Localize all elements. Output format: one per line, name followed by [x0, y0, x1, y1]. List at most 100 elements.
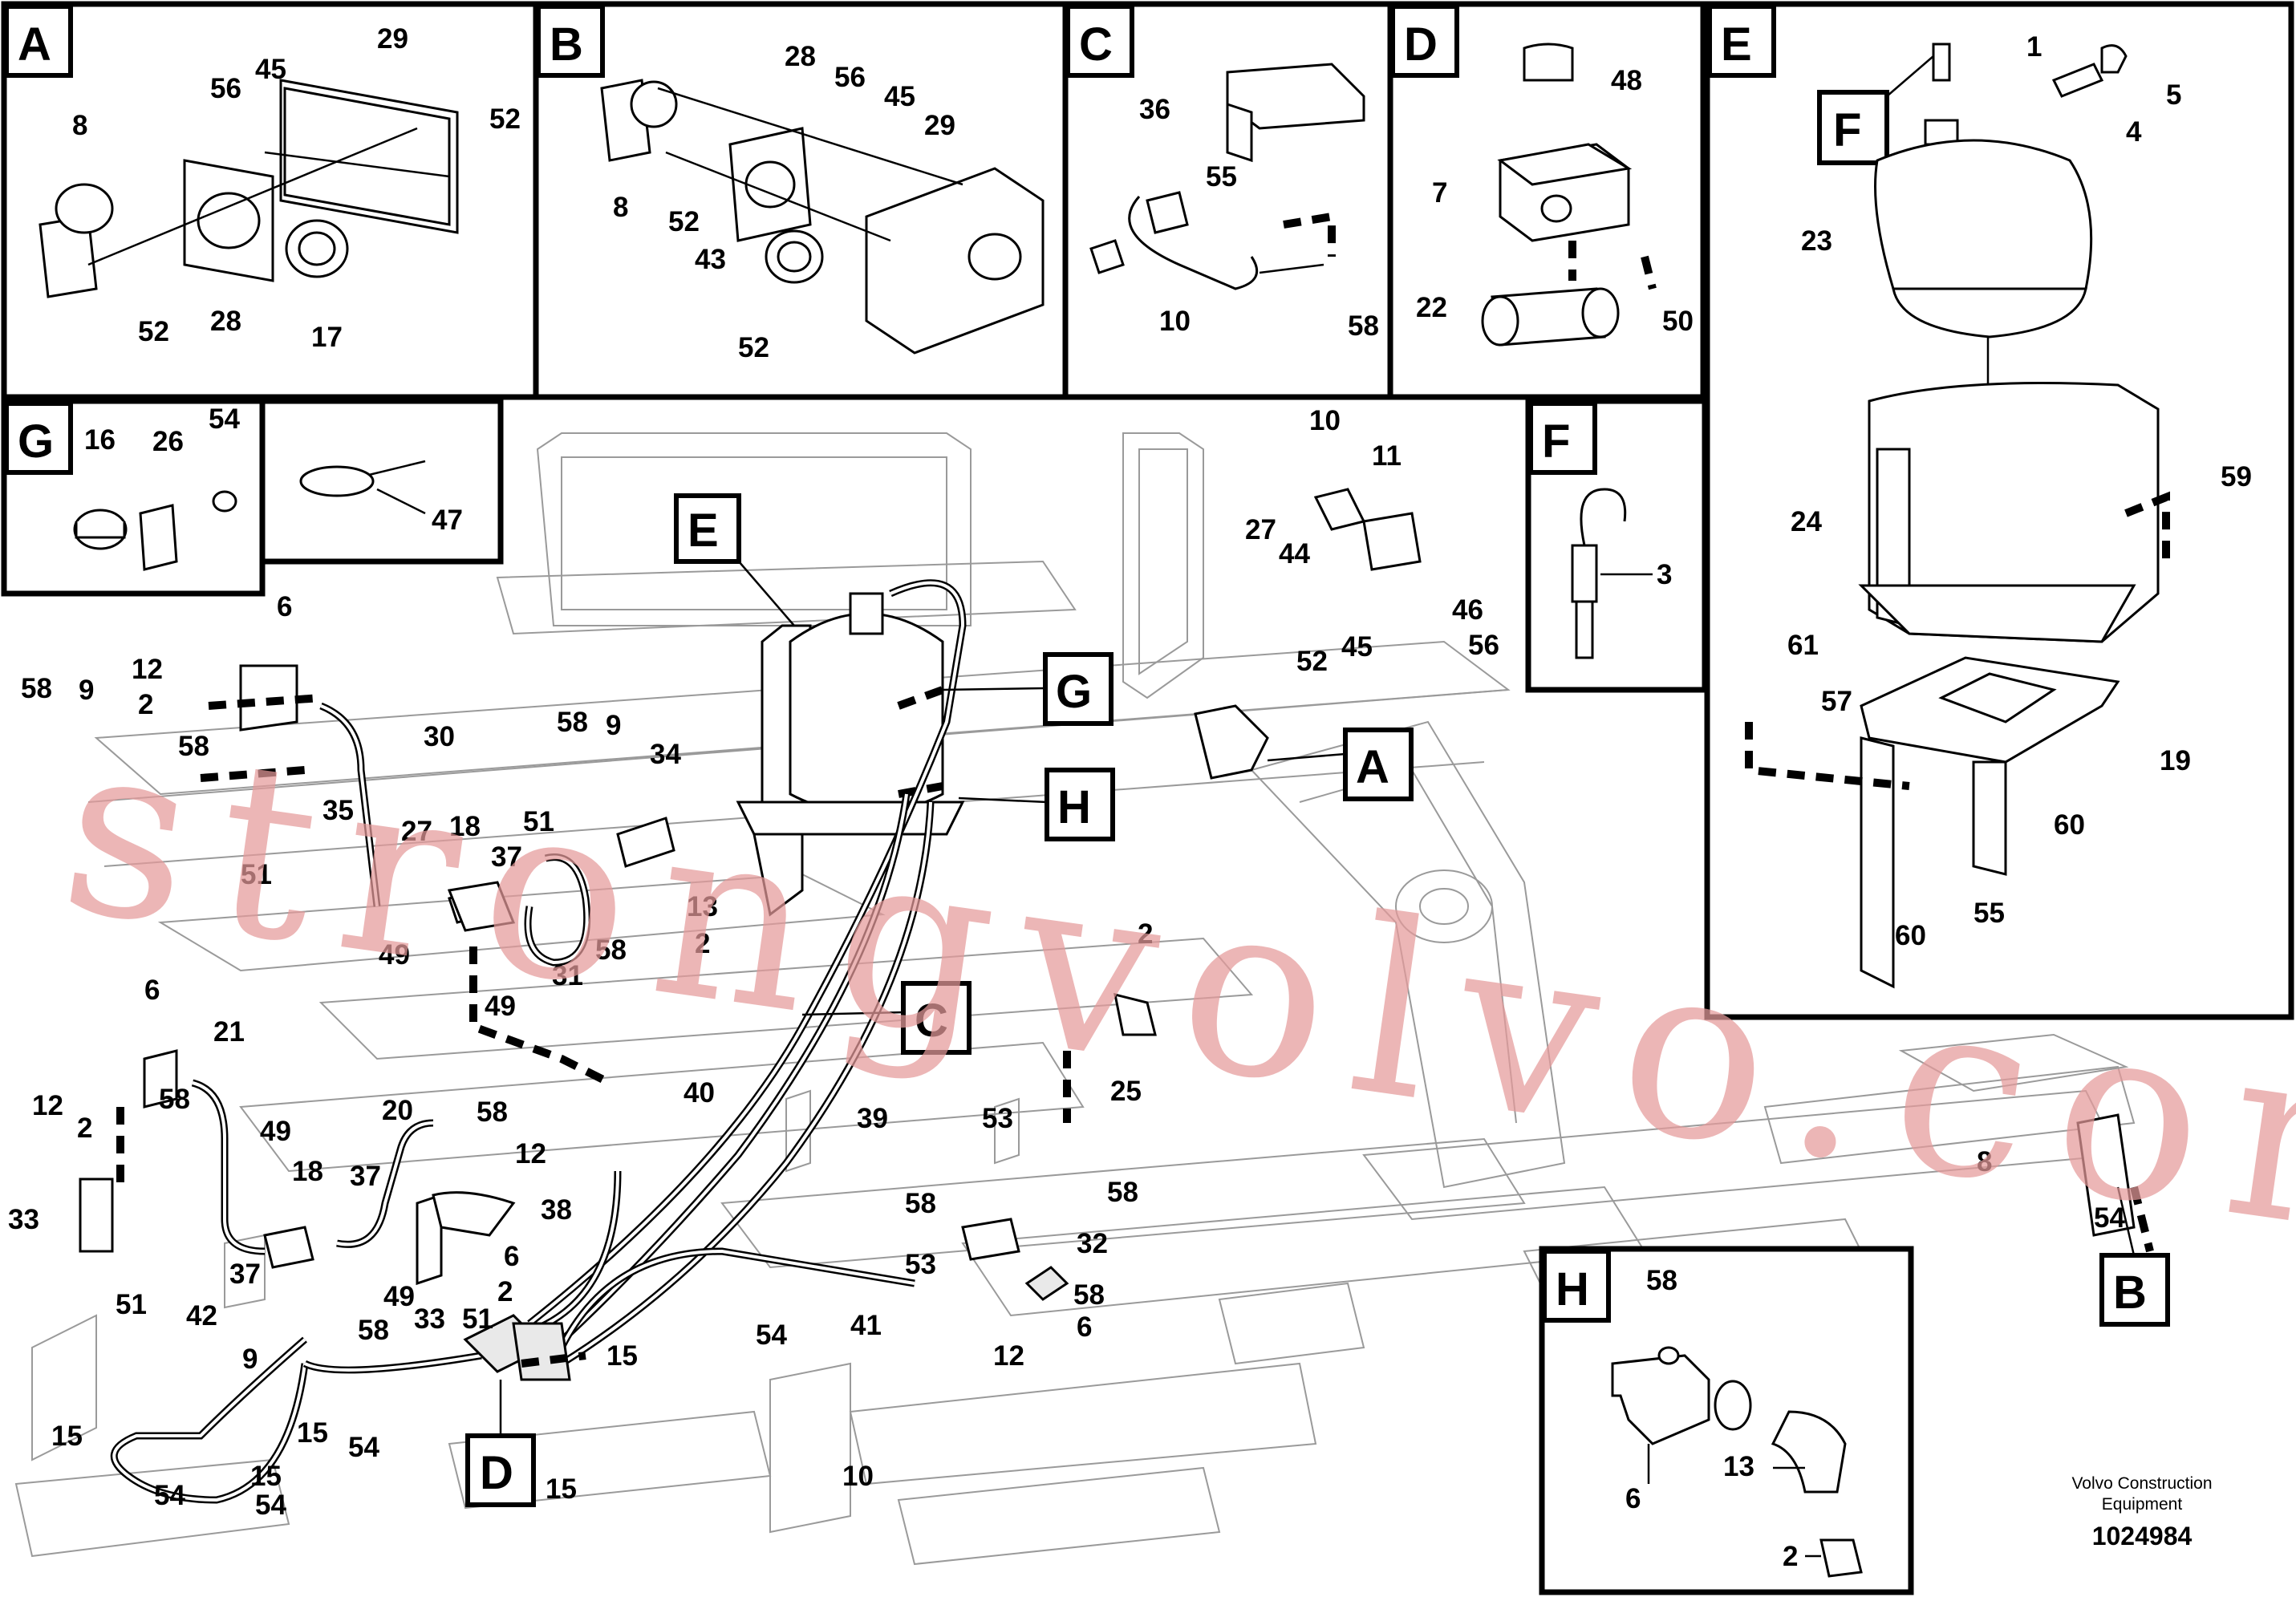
- part-num: 37: [491, 841, 522, 873]
- part-num: 58: [178, 731, 209, 762]
- part-num: 41: [850, 1310, 882, 1341]
- part-num: 6: [1077, 1311, 1092, 1343]
- part-num: 9: [242, 1344, 258, 1375]
- panel-cable-tie: 47: [259, 398, 504, 565]
- part-num: 9: [79, 675, 94, 706]
- part-num: 49: [383, 1281, 415, 1312]
- panel-B-tag-label: B: [550, 18, 583, 71]
- part-num: 15: [250, 1461, 282, 1492]
- part-num: 51: [462, 1303, 493, 1335]
- panel-G-tag-label: G: [18, 415, 54, 468]
- part-num: 2: [77, 1113, 92, 1144]
- part-num: 58: [1348, 310, 1379, 342]
- part-num: 20: [382, 1095, 413, 1126]
- part-num: 58: [159, 1084, 190, 1115]
- brand-line-2: Equipment: [2102, 1495, 2183, 1514]
- part-num: 25: [1110, 1076, 1142, 1107]
- panel-D-tag-label: D: [1404, 18, 1438, 71]
- part-num: 47: [432, 505, 463, 536]
- part-num: 2: [1138, 918, 1153, 950]
- panel-A-tag-label: A: [18, 18, 51, 71]
- part-num: 12: [32, 1090, 63, 1121]
- part-num: 32: [1077, 1228, 1108, 1259]
- part-num: 43: [695, 244, 726, 275]
- callout-label: E: [688, 505, 719, 557]
- part-num: 37: [350, 1161, 381, 1192]
- part-num: 54: [255, 1490, 286, 1521]
- panel-F-tag: [1528, 401, 1597, 475]
- part-num: 6: [144, 975, 160, 1006]
- panel-E-subtag: [1817, 90, 1889, 165]
- panel-F: F 3: [1525, 398, 1708, 693]
- part-num: 53: [982, 1103, 1013, 1134]
- part-num: 8: [1977, 1146, 1992, 1177]
- part-num: 54: [348, 1432, 379, 1463]
- part-num: 10: [1309, 405, 1341, 436]
- panel-E: E F 1 5 4 23 59 24 61 57 19 60 55 60: [1704, 1, 2294, 1020]
- part-num: 6: [1625, 1483, 1641, 1514]
- part-num: 12: [132, 654, 163, 685]
- callout-label: A: [1356, 741, 1389, 793]
- part-num: 15: [546, 1473, 577, 1505]
- part-num: 15: [606, 1340, 638, 1372]
- part-num: 28: [210, 306, 241, 337]
- part-num: 18: [292, 1156, 323, 1187]
- part-num: 5: [2166, 79, 2181, 111]
- part-num: 19: [2160, 745, 2191, 776]
- brand-line-1: Volvo Construction: [2071, 1474, 2212, 1493]
- callout-D: [465, 1433, 536, 1507]
- part-num: 58: [557, 707, 588, 738]
- panel-cable-tie-frame: [259, 398, 504, 565]
- part-num: 12: [515, 1138, 546, 1169]
- part-num: 35: [322, 795, 354, 826]
- part-num: 11: [1372, 440, 1402, 472]
- part-num: 58: [1107, 1177, 1138, 1208]
- panel-F-tag-label: F: [1542, 415, 1570, 468]
- panel-D-tag: [1390, 4, 1459, 78]
- part-num: 28: [785, 41, 816, 72]
- part-num: 26: [152, 426, 184, 457]
- part-num: 58: [477, 1096, 508, 1128]
- part-num: 6: [277, 591, 292, 622]
- part-num: 56: [210, 73, 241, 104]
- part-num: 50: [1662, 306, 1694, 337]
- panel-C-tag: [1065, 4, 1134, 78]
- panel-H: H 58 6 13 2: [1539, 1246, 1914, 1595]
- part-num: 52: [138, 316, 169, 347]
- callout-label: D: [480, 1447, 513, 1499]
- panel-H-tag-label: H: [1556, 1263, 1589, 1315]
- callout-H: [1045, 768, 1115, 841]
- part-num: 15: [297, 1417, 328, 1449]
- part-num: 7: [1432, 177, 1447, 209]
- part-num: 49: [379, 939, 410, 971]
- callout-C: [901, 981, 972, 1055]
- part-num: 29: [924, 110, 955, 141]
- callout-label: B: [2113, 1267, 2147, 1319]
- part-num: 61: [1787, 630, 1819, 661]
- part-num: 3: [1657, 559, 1672, 590]
- main-callouts: E G A H C D B: [465, 493, 2170, 1507]
- part-num: 42: [186, 1300, 217, 1332]
- part-num: 58: [1646, 1265, 1677, 1296]
- part-num: 57: [1821, 686, 1852, 717]
- part-num: 56: [1468, 630, 1499, 661]
- panel-E-subtag-label: F: [1833, 104, 1861, 156]
- document-number: 1024984: [2092, 1522, 2193, 1550]
- main-assembly: [79, 488, 2154, 1504]
- part-num: 45: [884, 81, 915, 112]
- callout-A: [1343, 728, 1414, 801]
- part-num: 16: [84, 424, 116, 456]
- part-num: 9: [606, 710, 621, 741]
- part-num: 39: [857, 1103, 888, 1134]
- part-num: 51: [523, 806, 554, 837]
- part-num: 8: [613, 192, 628, 223]
- part-num: 4: [2126, 116, 2142, 148]
- part-num: 54: [209, 403, 240, 435]
- panel-H-tag: [1542, 1249, 1611, 1323]
- callout-E: [674, 493, 741, 564]
- part-num: 33: [414, 1303, 445, 1335]
- part-num: 52: [1296, 646, 1328, 677]
- part-num: 60: [2054, 809, 2085, 841]
- part-num: 8: [72, 110, 87, 141]
